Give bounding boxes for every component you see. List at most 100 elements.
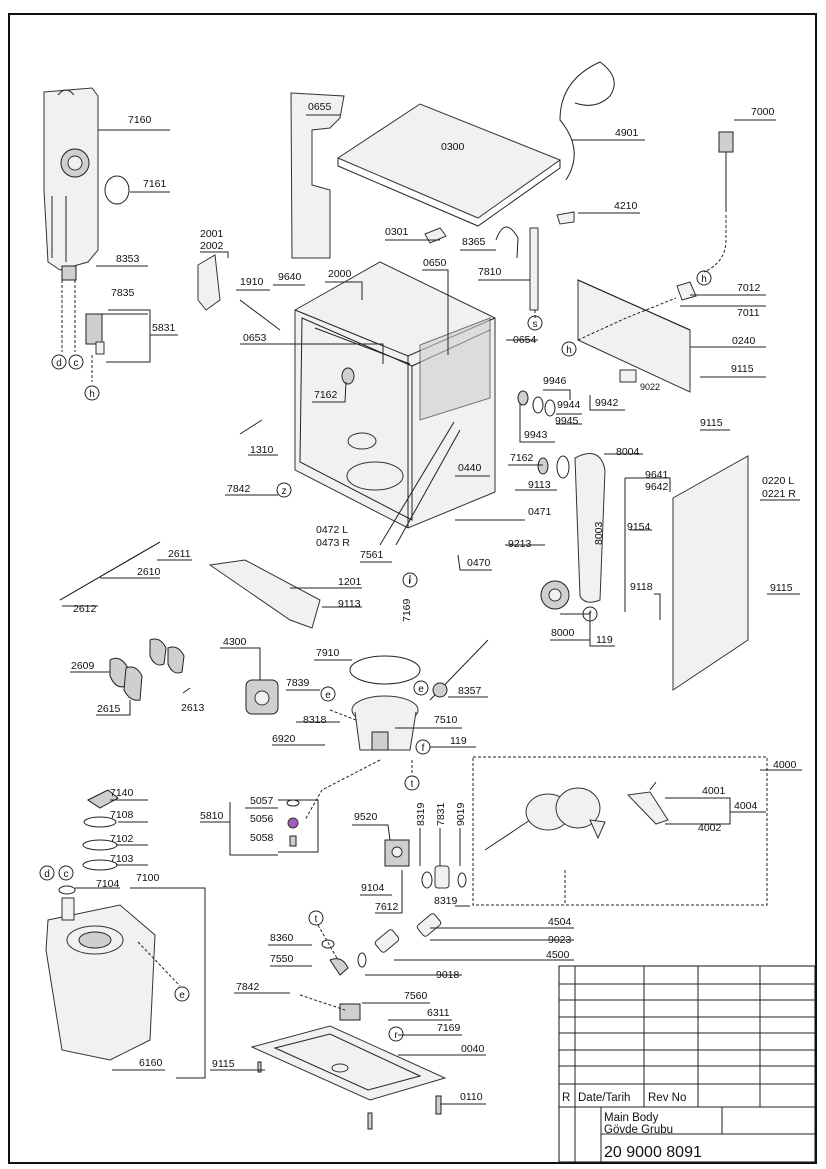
- label-7169-a: 7169: [401, 598, 413, 622]
- dashed-connections: [61, 280, 677, 987]
- lever-8004-part: [574, 453, 606, 603]
- label-0471: 0471: [528, 506, 552, 518]
- label-9946: 9946: [543, 375, 567, 387]
- softener-tank-7100-part: [45, 897, 156, 1061]
- valve-9520-part: [384, 839, 410, 867]
- label-4901: 4901: [615, 127, 639, 139]
- label-0301: 0301: [385, 226, 409, 238]
- rev-label: Rev No: [648, 1092, 686, 1104]
- label-8365: 8365: [462, 236, 486, 248]
- cap-7140-part: [87, 789, 119, 809]
- strip-1310-part: [239, 419, 263, 435]
- label-1201: 1201: [338, 576, 362, 588]
- label-0240: 0240: [732, 335, 756, 347]
- label-2001: 2001: [200, 228, 224, 240]
- label-2612: 2612: [73, 603, 97, 615]
- bracket-7012-part: [676, 281, 697, 301]
- connector-d-top: d: [56, 358, 62, 369]
- label-9115-d: 9115: [212, 1058, 235, 1070]
- label-8319-a: 8319: [415, 802, 427, 826]
- label-0653: 0653: [243, 332, 267, 344]
- base-tray-0040-part: [250, 1025, 447, 1101]
- label-9023: 9023: [548, 934, 572, 946]
- label-5810: 5810: [200, 810, 224, 822]
- screw-9115d-part: [257, 1061, 262, 1073]
- label-8357: 8357: [458, 685, 482, 697]
- title-block: R Date/Tarih Rev No Main Body Gövde Grub…: [558, 965, 816, 1163]
- label-9113-b: 9113: [338, 598, 361, 610]
- rev-mark: R: [562, 1092, 570, 1104]
- label-0472: 0472 L: [316, 524, 348, 536]
- top-plate-part: [336, 103, 562, 227]
- label-7910: 7910: [316, 647, 340, 659]
- label-7160: 7160: [128, 114, 152, 126]
- label-2000: 2000: [328, 268, 352, 280]
- float-5810-part: [286, 799, 300, 847]
- label-7140: 7140: [110, 787, 134, 799]
- valve-assembly-part: [85, 313, 105, 355]
- label-9115-b: 9115: [700, 417, 723, 429]
- label-5058: 5058: [250, 832, 274, 844]
- connector-t-top: t: [411, 779, 414, 790]
- label-4002: 4002: [698, 822, 722, 834]
- label-7510: 7510: [434, 714, 458, 726]
- foot-2609-part: [109, 638, 185, 701]
- drawing-name-tr: Gövde Grubu: [604, 1124, 673, 1136]
- label-7550: 7550: [270, 953, 294, 965]
- label-6920: 6920: [272, 733, 296, 745]
- label-5831: 5831: [152, 322, 176, 334]
- label-2613: 2613: [181, 702, 205, 714]
- label-9118: 9118: [630, 581, 653, 593]
- ring-7104-part: [58, 885, 76, 895]
- label-9115-a: 9115: [731, 363, 754, 375]
- date-label: Date/Tarih: [578, 1092, 630, 1104]
- label-2615: 2615: [97, 703, 121, 715]
- label-6160: 6160: [139, 1057, 163, 1069]
- label-7012: 7012: [737, 282, 761, 294]
- label-1310: 1310: [250, 444, 274, 456]
- label-4504: 4504: [548, 916, 572, 928]
- hose-4901-part: [559, 61, 615, 181]
- connector-h-mid: h: [566, 345, 572, 356]
- label-7162-a: 7162: [314, 389, 338, 401]
- label-9641: 9641: [645, 469, 669, 481]
- inlet-hose-7000-part: [703, 131, 734, 273]
- label-4001: 4001: [702, 785, 726, 797]
- label-2002: 2002: [200, 240, 224, 252]
- label-9018: 9018: [436, 969, 460, 981]
- label-7103: 7103: [110, 853, 134, 865]
- connector-r-top: r: [408, 576, 412, 587]
- label-7162-b: 7162: [510, 452, 534, 464]
- float-switch-7560-part: [299, 994, 361, 1021]
- gasket-7910-part: [349, 655, 421, 685]
- water-softener-panel-part: [43, 87, 99, 281]
- seal-ring-part: [104, 175, 130, 205]
- connector-d-bottom: d: [44, 869, 50, 880]
- label-9213: 9213: [508, 538, 532, 550]
- label-9104: 9104: [361, 882, 385, 894]
- label-5057: 5057: [250, 795, 274, 807]
- side-panel-0220-part: [672, 455, 749, 691]
- heater-module-box: [472, 756, 768, 906]
- label-9115-c: 9115: [770, 582, 793, 594]
- label-7560: 7560: [404, 990, 428, 1002]
- label-7169-b: 7169: [437, 1022, 461, 1034]
- label-6311: 6311: [427, 1007, 450, 1019]
- connector-t-bottom: t: [315, 914, 318, 925]
- label-7810: 7810: [478, 266, 502, 278]
- label-1910: 1910: [240, 276, 264, 288]
- valve-seals-part: [517, 390, 556, 417]
- ring-7108-part: [83, 816, 117, 828]
- clamp-8360-part: [321, 939, 335, 949]
- label-4004: 4004: [734, 800, 758, 812]
- label-9945: 9945: [555, 415, 579, 427]
- label-0221: 0221 R: [762, 488, 796, 500]
- part-labels: 7160 7161 8353 7835 5831 0655 0300 4901 …: [71, 101, 797, 1103]
- label-7161: 7161: [143, 178, 167, 190]
- label-9944: 9944: [557, 399, 581, 411]
- label-8353: 8353: [116, 253, 140, 265]
- screw-0110b-part: [367, 1112, 373, 1130]
- label-2610: 2610: [137, 566, 161, 578]
- label-2609: 2609: [71, 660, 95, 672]
- label-4000: 4000: [773, 759, 797, 771]
